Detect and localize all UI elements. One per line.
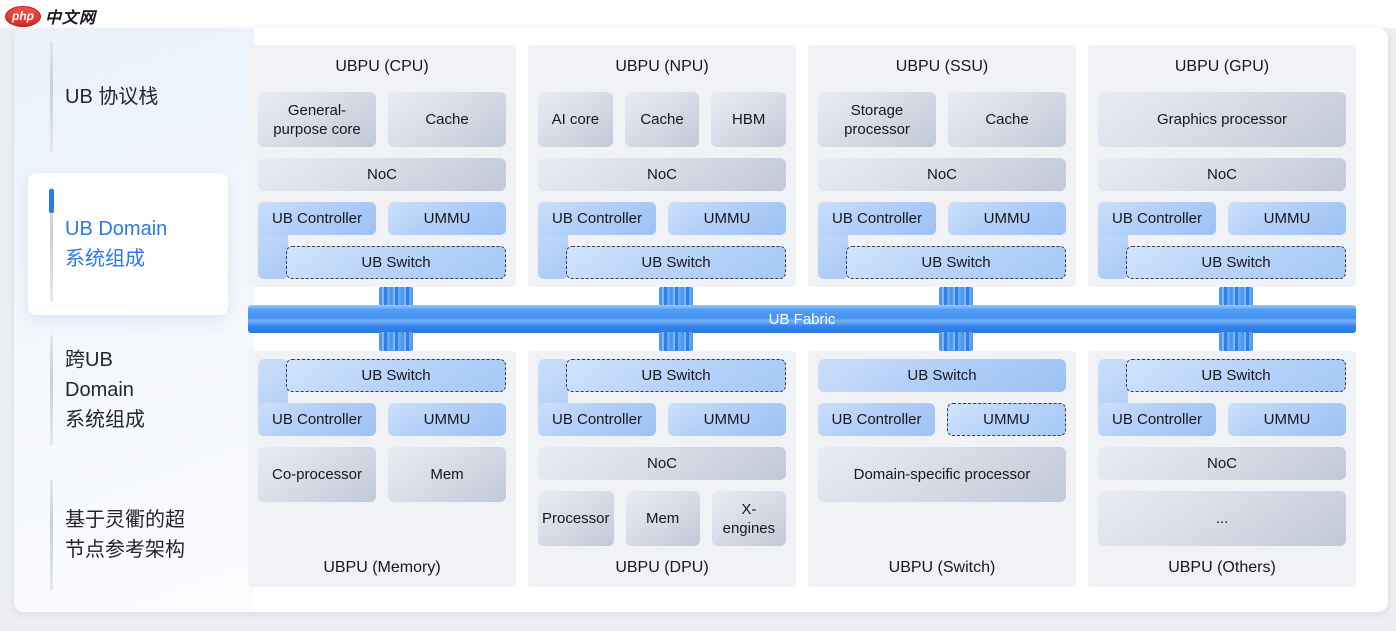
ub-controller-box: UB Controller: [1098, 403, 1216, 436]
site-logo: php 中文网: [5, 4, 96, 28]
ub-controller-box: UB Controller: [818, 202, 936, 235]
ub-controller-box: UB Controller: [258, 403, 376, 436]
noc-box: NoC: [1098, 447, 1346, 480]
ummu-box: UMMU: [668, 202, 786, 235]
ub-interface-group: UB Switch UB Controller UMMU: [538, 359, 786, 436]
ub-controller-box: UB Controller: [538, 202, 656, 235]
domain-specific-processor-box: Domain-specific processor: [818, 447, 1066, 502]
ubpu-switch-card: UB Switch UB Controller UMMU Domain-spec…: [808, 351, 1076, 587]
cache-box: Cache: [948, 92, 1066, 147]
ub-switch-box: UB Switch: [286, 359, 506, 392]
general-purpose-core-box: General-purpose core: [258, 92, 376, 147]
sidebar-item-cross-ub-domain[interactable]: 跨UB Domain 系统组成: [28, 335, 228, 445]
mem-box: Mem: [625, 491, 700, 546]
ubpu-dpu-title: UBPU (DPU): [615, 559, 709, 576]
noc-box: NoC: [1098, 158, 1346, 191]
site-name: 中文网: [45, 10, 97, 27]
ummu-box: UMMU: [948, 202, 1066, 235]
sidebar-background: [14, 28, 254, 612]
ubpu-npu-card: UBPU (NPU) AI core Cache HBM NoC UB Cont…: [528, 45, 796, 287]
ummu-box: UMMU: [388, 202, 506, 235]
storage-processor-box: Storage processor: [818, 92, 936, 147]
ub-controller-box: UB Controller: [1098, 202, 1216, 235]
ub-interface-group: UB Switch UB Controller UMMU: [1098, 359, 1346, 436]
ubpu-cpu-title: UBPU (CPU): [335, 58, 429, 75]
noc-box: NoC: [818, 158, 1066, 191]
ub-domain-architecture-diagram: UBPU (CPU) General-purpose core Cache No…: [248, 45, 1356, 587]
ub-switch-box: UB Switch: [566, 359, 786, 392]
ubpu-memory-title: UBPU (Memory): [323, 559, 441, 576]
ubpu-cpu-card: UBPU (CPU) General-purpose core Cache No…: [248, 45, 516, 287]
php-logo-badge: php: [5, 5, 41, 27]
ub-interface-group: UB Switch UB Controller UMMU: [258, 359, 506, 436]
graphics-processor-box: Graphics processor: [1098, 92, 1346, 147]
ubpu-gpu-title: UBPU (GPU): [1174, 58, 1270, 75]
cache-box: Cache: [624, 92, 700, 147]
ub-fabric-bus: UB Fabric: [248, 305, 1356, 333]
bus-connector-icon: [939, 287, 973, 306]
ub-interface-group: UB Controller UMMU UB Switch: [1098, 202, 1346, 279]
ubpu-others-card: UB Switch UB Controller UMMU NoC ... UBP…: [1088, 351, 1356, 587]
ub-interface-group: UB Controller UMMU UB Switch: [258, 202, 506, 279]
ellipsis-box: ...: [1098, 491, 1346, 546]
processor-box: Processor: [538, 491, 614, 546]
ummu-box: UMMU: [668, 403, 786, 436]
ubpu-memory-card: UB Switch UB Controller UMMU Co-processo…: [248, 351, 516, 587]
slide-nav-sidebar: UB 协议栈 UB Domain 系统组成 跨UB Domain 系统组成 基于…: [28, 42, 234, 590]
ubpu-npu-title: UBPU (NPU): [615, 58, 709, 75]
mem-box: Mem: [388, 447, 506, 502]
ummu-box: UMMU: [1228, 403, 1346, 436]
ub-switch-box: UB Switch: [1126, 246, 1346, 279]
cache-box: Cache: [388, 92, 506, 147]
ub-switch-box: UB Switch: [818, 359, 1066, 392]
bottom-ubpu-row: UB Switch UB Controller UMMU Co-processo…: [248, 351, 1356, 587]
ai-core-box: AI core: [538, 92, 613, 147]
bus-connector-icon: [659, 287, 693, 306]
sidebar-item-ub-domain-composition[interactable]: UB Domain 系统组成: [28, 173, 228, 315]
x-engines-box: X-engines: [711, 491, 786, 546]
slide-panel: UB 协议栈 UB Domain 系统组成 跨UB Domain 系统组成 基于…: [14, 28, 1388, 612]
bus-connector-icon: [1219, 332, 1253, 351]
ub-interface-group: UB Controller UMMU UB Switch: [538, 202, 786, 279]
ub-switch-box: UB Switch: [566, 246, 786, 279]
ub-switch-box: UB Switch: [286, 246, 506, 279]
noc-box: NoC: [258, 158, 506, 191]
ub-controller-box: UB Controller: [538, 403, 656, 436]
sidebar-item-ub-protocol-stack[interactable]: UB 协议栈: [28, 42, 228, 152]
bus-connector-icon: [939, 332, 973, 351]
fabric-zone: UB Fabric: [248, 287, 1356, 351]
ub-switch-box: UB Switch: [846, 246, 1066, 279]
sidebar-item-supernode-reference-arch[interactable]: 基于灵衢的超 节点参考架构: [28, 480, 228, 590]
bus-connector-icon: [1219, 287, 1253, 306]
ummu-box: UMMU: [388, 403, 506, 436]
top-ubpu-row: UBPU (CPU) General-purpose core Cache No…: [248, 45, 1356, 287]
bus-connector-icon: [379, 287, 413, 306]
co-processor-box: Co-processor: [258, 447, 376, 502]
noc-box: NoC: [538, 447, 786, 480]
bus-connector-icon: [379, 332, 413, 351]
bus-connector-icon: [659, 332, 693, 351]
ub-interface-group: UB Controller UMMU UB Switch: [818, 202, 1066, 279]
ubpu-ssu-card: UBPU (SSU) Storage processor Cache NoC U…: [808, 45, 1076, 287]
noc-box: NoC: [538, 158, 786, 191]
ub-controller-box: UB Controller: [258, 202, 376, 235]
hbm-box: HBM: [711, 92, 787, 147]
ubpu-gpu-card: UBPU (GPU) Graphics processor NoC UB Con…: [1088, 45, 1356, 287]
ubpu-dpu-card: UB Switch UB Controller UMMU NoC Process…: [528, 351, 796, 587]
ub-switch-box: UB Switch: [1126, 359, 1346, 392]
ummu-box: UMMU: [1228, 202, 1346, 235]
ubpu-others-title: UBPU (Others): [1168, 559, 1276, 576]
ub-controller-box: UB Controller: [818, 403, 935, 436]
ubpu-ssu-title: UBPU (SSU): [895, 58, 989, 75]
ummu-box: UMMU: [947, 403, 1066, 436]
ubpu-switch-title: UBPU (Switch): [888, 559, 996, 576]
